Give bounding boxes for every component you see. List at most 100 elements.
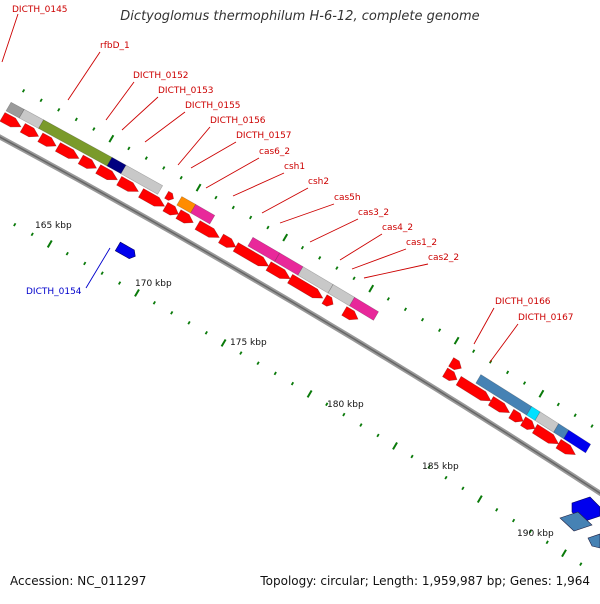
scale-tick (511, 518, 516, 523)
scale-tick (579, 562, 583, 566)
scale-tick (342, 412, 346, 417)
scale-tick (453, 336, 460, 345)
leader-line (190, 141, 237, 169)
scale-tick (420, 317, 425, 322)
scale-tick (410, 454, 414, 459)
genome-title: Dictyoglomus thermophilum H-6-12, comple… (120, 9, 480, 24)
scale-tick (386, 297, 390, 301)
scale-label: 170 kbp (135, 279, 172, 289)
leader-line (144, 111, 186, 143)
cds-arrow (162, 202, 179, 216)
scale-tick (444, 475, 448, 480)
leader-line (177, 126, 211, 166)
scale-tick (13, 222, 17, 227)
cds-arrow (175, 209, 194, 224)
gene-label: DICTH_0166 (495, 297, 551, 307)
leader-line (309, 218, 359, 243)
scale-tick (318, 256, 322, 260)
scale-tick (74, 117, 78, 122)
gene-feature-partial (587, 533, 600, 549)
scale-tick (306, 389, 313, 398)
gene-label: cas2_2 (428, 253, 459, 263)
scale-tick (335, 266, 339, 270)
gene-label: DICTH_0153 (158, 86, 214, 96)
scale-tick (239, 351, 243, 355)
gene-feature-partial (559, 511, 593, 532)
cds-arrow (116, 176, 139, 192)
scale-tick (179, 175, 183, 180)
scale-tick (266, 225, 270, 230)
cds-arrow (555, 439, 576, 455)
leader-line (261, 187, 309, 214)
scale-tick (46, 240, 53, 248)
leader-line (105, 81, 135, 121)
leader-line (85, 247, 111, 289)
leader-line (205, 157, 260, 189)
scale-tick (352, 276, 356, 281)
scale-tick (427, 465, 431, 469)
gene-label: csh1 (284, 162, 305, 172)
gene-feature (190, 203, 216, 225)
scale-label: 175 kbp (230, 338, 267, 348)
gene-label: cas4_2 (382, 223, 413, 233)
gene-label: cas6_2 (259, 147, 290, 157)
cds-arrow (164, 190, 174, 201)
scale-label: 185 kbp (422, 462, 459, 472)
scale-tick (214, 195, 218, 200)
scale-tick (92, 127, 96, 131)
cds-arrow (77, 154, 97, 169)
cds-arrow (138, 188, 166, 207)
reverse-gene-dicth-0154 (114, 241, 136, 259)
scale-tick (561, 549, 567, 558)
cds-arrow (448, 357, 462, 371)
cds-arrow (54, 142, 80, 159)
gene-feature (120, 164, 164, 195)
topology-text: Topology: circular; Length: 1,959,987 bp… (260, 574, 590, 588)
scale-tick (249, 215, 253, 220)
cds-arrow (531, 423, 560, 445)
cds-arrow (95, 164, 118, 181)
scale-tick (21, 88, 26, 93)
scale-tick (505, 370, 510, 375)
scale-tick (144, 156, 148, 160)
scale-tick (273, 371, 277, 376)
cds-arrow (520, 416, 536, 430)
cds-arrow (37, 132, 57, 147)
scale-label: 180 kbp (327, 400, 364, 410)
cds-arrow (442, 367, 458, 381)
scale-tick (476, 495, 483, 504)
backbone-outer (0, 134, 600, 497)
leader-line (473, 307, 495, 345)
scale-tick (30, 232, 34, 237)
scale-label: 165 kbp (35, 221, 72, 231)
gene-label: csh2 (308, 177, 329, 187)
backbone-inner (0, 136, 600, 495)
scale-tick (368, 284, 375, 293)
cds-arrow (232, 242, 270, 267)
scale-tick (300, 245, 305, 250)
leader-line (121, 96, 159, 131)
scale-tick (282, 233, 289, 242)
scale-tick (100, 271, 104, 276)
scale-tick (39, 98, 43, 103)
scale-tick (325, 402, 329, 407)
cds-arrow (321, 294, 334, 307)
gene-label: DICTH_0167 (518, 313, 574, 323)
cds-arrow (487, 396, 511, 413)
gene-label: DICTH_0154 (26, 287, 82, 297)
gene-label: DICTH_0156 (210, 116, 266, 126)
scale-tick (65, 251, 69, 256)
scale-tick (134, 288, 140, 297)
scale-tick (187, 320, 191, 325)
scale-tick (590, 424, 594, 428)
cds-arrow (0, 112, 22, 128)
scale-tick (204, 330, 208, 335)
scale-tick (376, 433, 380, 438)
scale-tick (256, 361, 260, 366)
gene-label: cas1_2 (406, 238, 437, 248)
scale-tick (290, 381, 295, 386)
scale-tick (108, 134, 115, 143)
cds-arrow (265, 261, 291, 280)
scale-tick (359, 423, 363, 427)
